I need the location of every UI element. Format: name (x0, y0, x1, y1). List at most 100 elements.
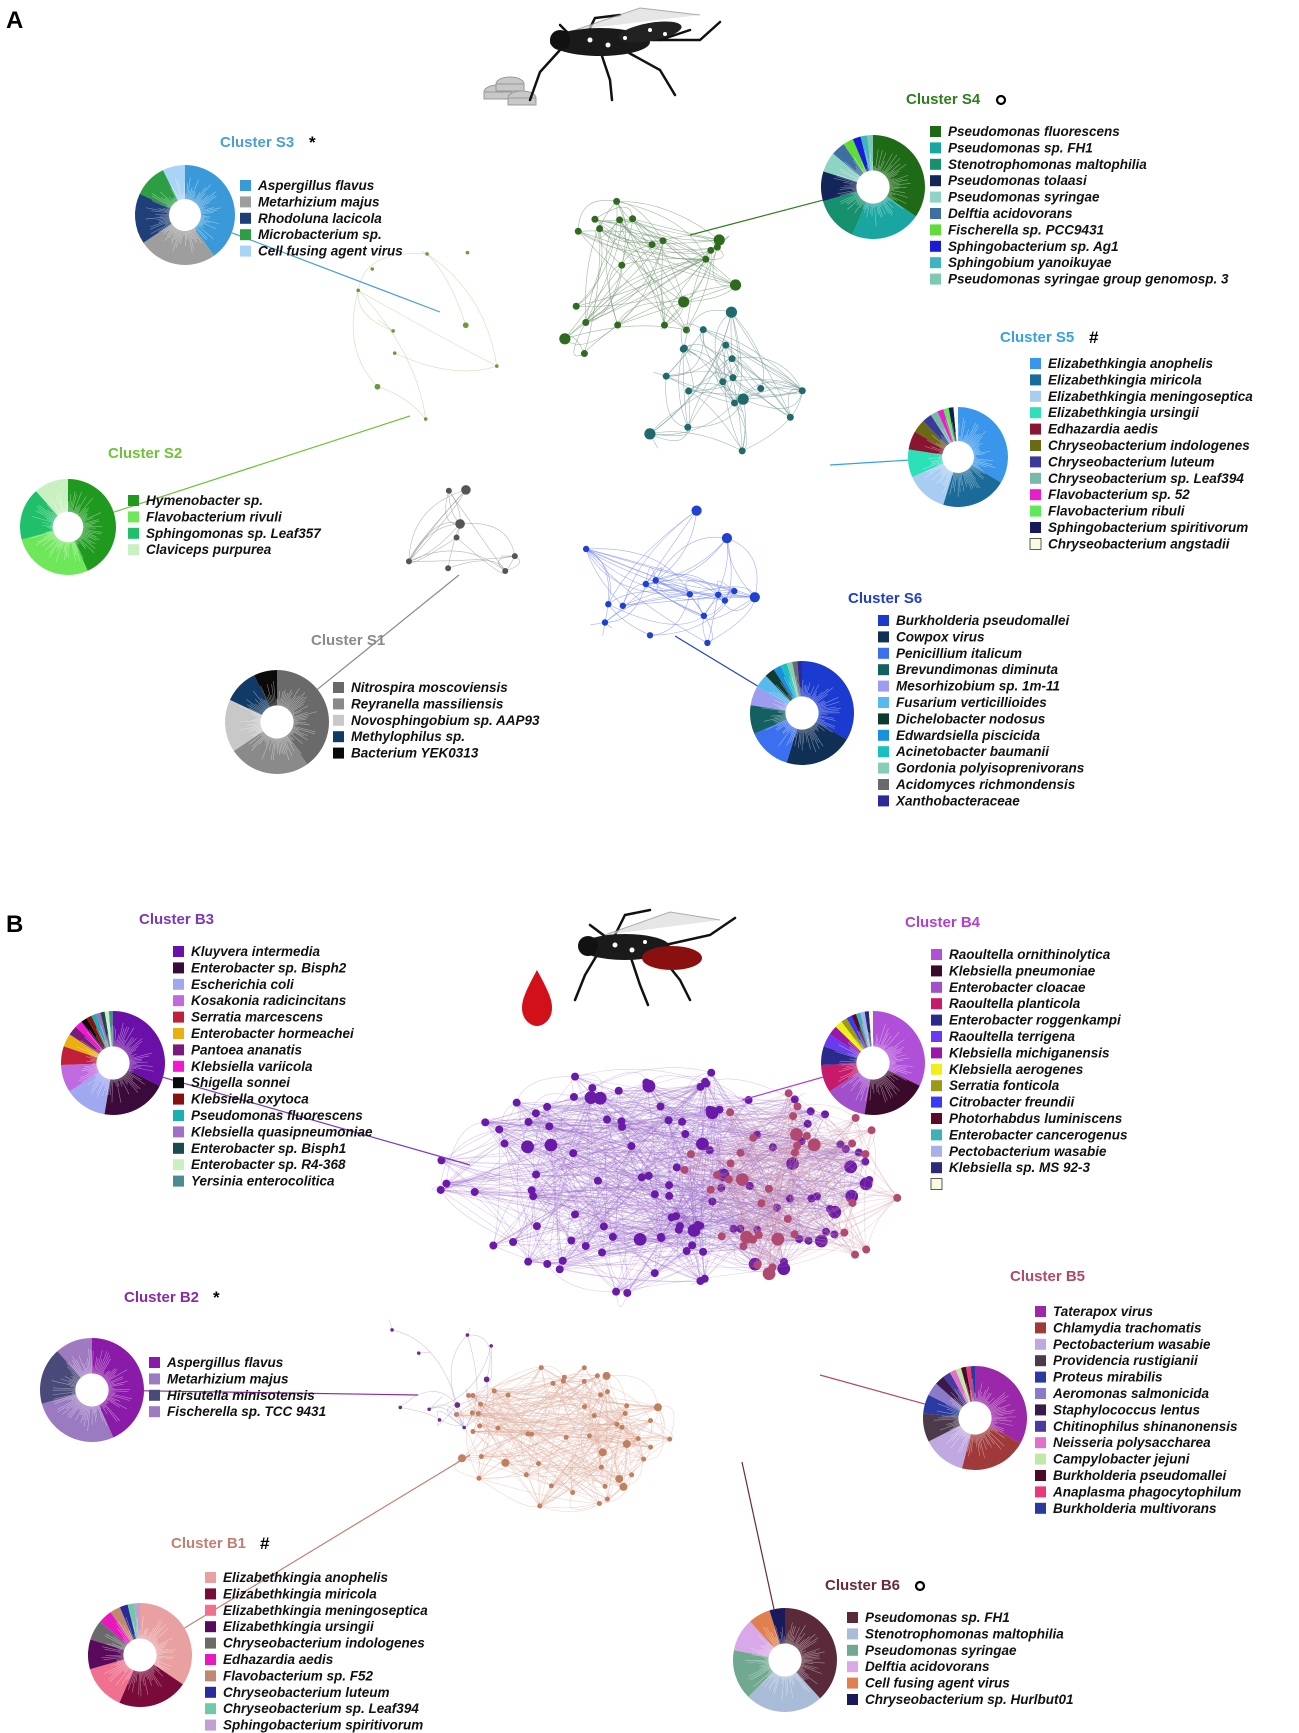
donut-texture (759, 1665, 770, 1670)
network-edge (612, 1201, 713, 1238)
donut-texture (172, 198, 176, 203)
network-edge (768, 1134, 797, 1274)
legend-swatch (333, 682, 344, 693)
donut-texture (79, 1404, 84, 1411)
network-edge (686, 250, 712, 330)
network-node (762, 1267, 776, 1281)
legend-swatch (1030, 522, 1041, 533)
legend-item: Elizabethkingia ursingii (1030, 405, 1199, 420)
donut-texture (801, 1654, 820, 1658)
donut-texture (772, 1675, 780, 1692)
legend-label: Chryseobacterium sp. Leaf394 (223, 1701, 419, 1716)
donut-texture (293, 723, 310, 726)
legend-label: Enterobacter cancerogenus (949, 1127, 1128, 1142)
network-edge (740, 1152, 853, 1204)
donut-texture (967, 469, 977, 480)
legend-item: Klebsiella quasipneumoniae (173, 1124, 373, 1139)
network-edge (668, 1120, 687, 1252)
donut-texture (58, 492, 65, 513)
donut-texture (258, 704, 266, 711)
network-edge (669, 1184, 827, 1232)
donut-texture (858, 199, 863, 206)
donut-wedge (750, 705, 787, 734)
network-nodes (356, 250, 499, 421)
donut-texture (772, 703, 787, 709)
donut-texture (878, 152, 887, 172)
network-edge (574, 1083, 707, 1215)
network-edge (648, 1175, 791, 1199)
donut-texture (106, 1643, 125, 1650)
donut-texture (970, 440, 981, 448)
network-edge (645, 583, 735, 595)
legend-label: Chryseobacterium sp. Hurlbut01 (865, 1692, 1074, 1707)
donut-texture (956, 432, 958, 442)
network-edge (440, 1189, 655, 1199)
legend-label: Flavobacterium sp. F52 (223, 1668, 374, 1683)
network-edge (499, 1129, 681, 1227)
network-edge (654, 1215, 681, 1274)
donut-texture (54, 537, 57, 540)
legend-swatch (205, 1621, 216, 1633)
donut-texture (127, 1052, 133, 1056)
donut-wedge (873, 1011, 925, 1086)
network-edge (756, 1145, 798, 1266)
donut-texture (96, 1405, 98, 1409)
network-edge (681, 1121, 695, 1229)
network-edge (761, 1202, 853, 1217)
donut-texture (818, 706, 836, 711)
donut-texture (887, 1071, 894, 1076)
network-edge (716, 1117, 856, 1176)
network-edge (641, 1157, 866, 1178)
network-node (462, 1425, 466, 1430)
donut-texture (57, 512, 60, 515)
network-edge (597, 1144, 632, 1181)
network-edge (700, 1111, 811, 1226)
donut-texture (250, 719, 261, 722)
network-node (457, 1454, 466, 1463)
donut-wedge (765, 669, 793, 702)
network-edge (600, 1098, 831, 1210)
network-node (582, 1404, 588, 1410)
donut-texture (786, 725, 792, 732)
network-edge (648, 1085, 695, 1231)
legend-swatch (128, 495, 139, 506)
network-edge (504, 1143, 859, 1155)
legend-label: Claviceps purpurea (146, 542, 272, 557)
donut-texture (966, 426, 980, 444)
donut-texture (866, 203, 870, 218)
network-edge (572, 1152, 642, 1178)
donut-texture (200, 207, 221, 213)
network-edge (806, 1135, 866, 1155)
donut-texture (883, 199, 887, 203)
network-edge (597, 1180, 681, 1228)
legend-swatch (930, 158, 941, 170)
donut-texture (246, 699, 264, 713)
donut-texture (77, 512, 80, 515)
legend-item: Cell fusing agent virus (847, 1676, 1010, 1691)
legend-label: Sphingobium yanoikuyae (948, 255, 1112, 270)
legend-swatch (931, 1031, 942, 1042)
network-edge (616, 201, 665, 326)
legend-swatch (930, 257, 941, 269)
donut-texture (253, 730, 264, 737)
donut-wedge (754, 719, 798, 763)
donut-wedge (733, 1650, 774, 1697)
legend-label: Acidomyces richmondensis (895, 777, 1076, 792)
network-edge (585, 240, 664, 323)
network-node (465, 250, 470, 255)
donut-texture (122, 1636, 129, 1644)
donut-wedge (822, 191, 867, 235)
network-edge (712, 1112, 841, 1145)
donut-texture (988, 1427, 993, 1432)
donut-wedge (785, 1608, 838, 1699)
donut-wedge (61, 1063, 100, 1092)
donut-texture (962, 1394, 968, 1404)
network-edge (493, 1148, 846, 1246)
network-edge (668, 1120, 701, 1282)
network-edge (600, 1098, 822, 1242)
network-edge (752, 1137, 779, 1240)
donut-texture (60, 1378, 77, 1385)
legend-item: Pseudomonas syringae group genomosp. 3 (930, 272, 1229, 287)
donut-texture (789, 682, 796, 698)
network-edge (690, 1153, 778, 1240)
